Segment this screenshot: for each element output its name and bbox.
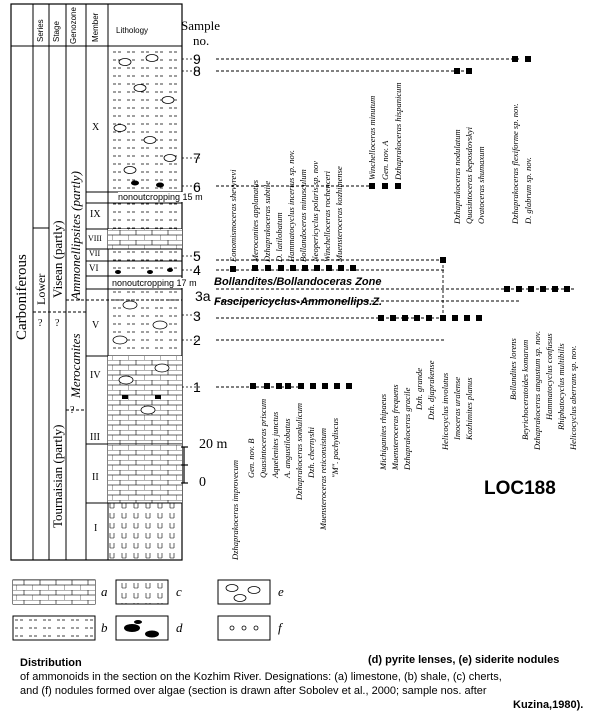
header-lithology: Lithology xyxy=(116,26,149,35)
species-label: Dzhaprakoceras gracile xyxy=(402,387,412,470)
stage-lower-label: Tournaisian (partly) xyxy=(50,424,65,528)
species-label: Dzhaprakoceras subtile xyxy=(262,181,272,262)
member-label: IV xyxy=(90,370,101,381)
species-label: Dzh. djaprakense xyxy=(426,360,436,421)
genozone-lower-label: Merocanites xyxy=(68,333,83,399)
species-label: Helicocyclus aberrans sp. nov. xyxy=(568,345,578,450)
species-label: Quasintoceras priscum xyxy=(258,398,268,478)
stage-question-2: ? xyxy=(70,405,75,416)
member-label: VI xyxy=(89,263,99,273)
header-member: Member xyxy=(91,12,100,42)
species-label: Beyrichoceratoides komarum xyxy=(520,339,530,440)
species-label: D. latilobatum xyxy=(274,212,284,262)
member-label: V xyxy=(92,320,100,331)
sample-number: 8 xyxy=(193,63,201,79)
species-label: Dzh. chernyshi xyxy=(306,427,316,478)
stage-question-1: ? xyxy=(55,318,60,329)
member-label: II xyxy=(92,472,99,483)
member-label: I xyxy=(94,523,98,534)
member-label: IX xyxy=(90,209,101,220)
legend-label: d xyxy=(176,620,183,635)
species-label: Eonomismoceras shevyrevi xyxy=(228,169,238,262)
species-label: Muensteroceras frequens xyxy=(390,384,400,470)
series-lower-label: Lower xyxy=(34,273,48,305)
genozone-upper-label: Ammonellipsites (partly) xyxy=(68,171,83,300)
sample-number: 6 xyxy=(193,179,201,195)
species-label: Quasintoceras beposdovskyi xyxy=(464,126,474,224)
sample-number: 5 xyxy=(193,248,201,264)
species-label: Michiganites rhipaeus xyxy=(378,393,388,470)
member-label: X xyxy=(92,122,100,133)
species-label: Muensteroceras kozhimense xyxy=(334,166,344,262)
species-label: Dzhaprakoceras improvecum xyxy=(230,459,240,560)
species-label: Gen. nov. A xyxy=(380,140,390,180)
caption-line-3: Kuzina,1980). xyxy=(513,699,584,711)
species-label: "M". pachydiscus xyxy=(330,417,340,478)
legend-label: a xyxy=(101,584,108,599)
species-label: Dzhaprakoceras flexiforme sp. nov. xyxy=(510,103,520,224)
sample-number: 3a xyxy=(195,288,211,304)
member-label: VIII xyxy=(88,234,102,243)
species-label: Neopericyclus polaris sp. nov xyxy=(310,160,320,262)
species-label: Bollandites lorens xyxy=(508,338,518,400)
species-label: Hammatocyclus incertus sp. nov. xyxy=(286,150,296,262)
species-label: Merocanites applanatus xyxy=(250,179,260,262)
species-label: Winchelloceras minutum xyxy=(367,95,377,180)
species-label: Bollandoceras minusculum xyxy=(298,169,308,262)
species-label: Dzhaprakoceras sonkulicum xyxy=(294,402,304,500)
caption-word: Distribution xyxy=(20,657,82,669)
species-label: Gen. nov. B xyxy=(246,438,256,479)
caption-line-1: of ammonoids in the section on the Kozhi… xyxy=(20,671,502,683)
sample-number: 2 xyxy=(193,332,201,348)
species-label: Imoceras uralense xyxy=(452,376,462,440)
species-label: Muensteroceras reticonsistum xyxy=(318,427,328,530)
header-sample: Sample xyxy=(181,18,220,33)
header-stage: Stage xyxy=(52,21,61,42)
nonoutcropping-upper: nonoutcropping 15 m xyxy=(118,192,203,202)
caption-line-2: and (f) nodules formed over algae (secti… xyxy=(20,685,487,697)
sample-number: 9 xyxy=(193,51,201,67)
sample-number: 7 xyxy=(193,150,201,166)
species-label: Aquelenites junctus xyxy=(270,411,280,478)
species-label: Dzhaprakoceras angustum sp. nov. xyxy=(532,330,542,450)
species-label: Winchelloceras rochenceri xyxy=(322,170,332,262)
legend-label: b xyxy=(101,620,108,635)
sample-number: 1 xyxy=(193,379,201,395)
zone-fascipericyclus: Fascipericyclus-Ammonellips.Z. xyxy=(214,296,383,308)
series-question: ? xyxy=(38,318,43,329)
nonoutcropping-lower: nonoutcropping 17 m xyxy=(112,278,197,288)
species-label: D. glabrum sp. nov. xyxy=(523,157,533,224)
species-label: A. angustilobatus xyxy=(282,418,292,478)
header-genozone: Genozone xyxy=(69,7,78,44)
locality-label: LOC188 xyxy=(484,478,556,499)
legend-label: c xyxy=(176,584,182,599)
caption-right-note: (d) pyrite lenses, (e) siderite nodules xyxy=(368,654,560,666)
species-label: Hammatocyclus confusus xyxy=(544,333,554,420)
header-series: Series xyxy=(36,19,45,42)
species-label: Ovatoceras shumaxum xyxy=(476,146,486,224)
species-label: Rhiphatocyclus multibilis xyxy=(556,343,566,430)
scale-bottom-label: 0 xyxy=(199,475,206,490)
member-label: VII xyxy=(89,249,101,258)
species-label: Dzh. grande xyxy=(414,367,424,410)
legend-label: f xyxy=(278,620,282,635)
legend-label: e xyxy=(278,584,284,599)
header-sample-no: no. xyxy=(193,33,210,48)
sample-number: 4 xyxy=(193,262,201,278)
species-label: Kozhimites planus xyxy=(464,377,474,440)
scale-top-label: 20 m xyxy=(199,437,228,452)
species-label: Dzhaprakoceras nodulatum xyxy=(452,129,462,224)
zone-bollandites: Bollandites/Bollandoceras Zone xyxy=(214,276,382,288)
stage-upper-label: Visean (partly) xyxy=(50,220,65,298)
species-label: Helicocyclus involutus xyxy=(440,372,450,450)
system-label: Carboniferous xyxy=(14,254,30,340)
sample-number: 3 xyxy=(193,308,201,324)
member-label: III xyxy=(90,432,100,443)
species-label: Dzhaprakoceras hispanicum xyxy=(393,82,403,180)
